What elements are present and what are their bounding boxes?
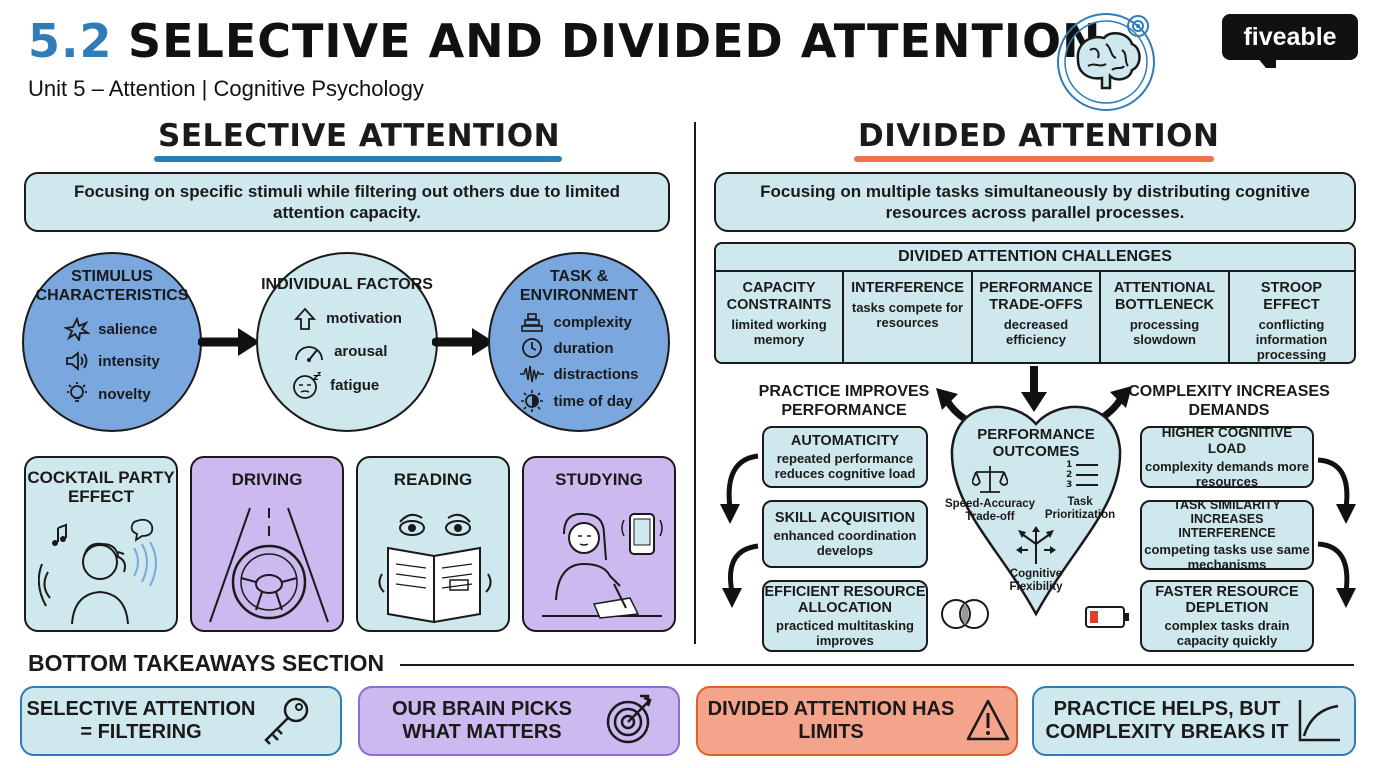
- waveform-icon: [520, 365, 545, 383]
- practice-automaticity: AUTOMATICITY repeated performance reduce…: [762, 426, 928, 488]
- outcome-speed-accuracy: Speed-Accuracy Trade-off: [944, 498, 1036, 523]
- steering-wheel-icon: [209, 507, 329, 623]
- example-reading: READING: [356, 456, 510, 632]
- vertical-divider: [694, 122, 696, 644]
- reading-book-icon: [378, 513, 492, 624]
- curve-icon: [1298, 700, 1340, 742]
- takeaway-filtering: SELECTIVE ATTENTION = FILTERING: [20, 686, 342, 756]
- outcomes-heart-shape: [950, 405, 1122, 617]
- outcomes-title: PERFORMANCE OUTCOMES: [977, 426, 1095, 460]
- bricks-icon: [521, 313, 544, 332]
- practice-efficient-allocation: EFFICIENT RESOURCE ALLOCATION practiced …: [762, 580, 928, 652]
- arrow-up-icon: [294, 307, 317, 330]
- example-driving: DRIVING: [190, 456, 344, 632]
- curved-arrows-left-column-icon: [720, 453, 759, 608]
- key-icon: [264, 697, 309, 745]
- svg-text:z: z: [313, 373, 318, 383]
- challenges-table: DIVIDED ATTENTION CHALLENGES CAPACITY CO…: [714, 242, 1356, 364]
- complexity-higher-load: HIGHER COGNITIVE LOAD complexity demands…: [1140, 425, 1314, 489]
- challenge-interference: INTERFERENCE tasks compete for resources: [844, 272, 973, 362]
- bottom-divider: [400, 664, 1354, 666]
- page-title: SELECTIVE AND DIVIDED ATTENTION: [128, 14, 1102, 68]
- page-subtitle: Unit 5 – Attention | Cognitive Psycholog…: [28, 76, 424, 101]
- divided-heading: DIVIDED ATTENTION: [858, 118, 1220, 154]
- bottom-heading: BOTTOM TAKEAWAYS SECTION: [28, 650, 385, 676]
- gauge-icon: [295, 345, 323, 362]
- example-cocktail-party: COCKTAIL PARTY EFFECT: [24, 456, 178, 632]
- takeaway-brain-picks: OUR BRAIN PICKS WHAT MATTERS: [358, 686, 680, 756]
- selective-underline: [154, 156, 562, 162]
- arrow-down-icon: [1021, 366, 1047, 412]
- factor-task-environment: TASK & ENVIRONMENT complexity duration d…: [488, 252, 670, 432]
- speaker-icon: [66, 351, 88, 371]
- fiveable-logo: fiveable: [1222, 14, 1358, 60]
- challenge-stroop: STROOP EFFECT conflicting information pr…: [1255, 280, 1328, 362]
- challenge-tradeoffs: PERFORMANCE TRADE-OFFS decreased efficie…: [973, 272, 1101, 362]
- outcome-cognitive-flexibility: Cognitive Flexibility: [1009, 568, 1063, 593]
- takeaway-limits: DIVIDED ATTENTION HAS LIMITS: [696, 686, 1018, 756]
- factor-stimulus: STIMULUS CHARACTERISTICS salience intens…: [22, 252, 202, 432]
- lightbulb-icon: [67, 382, 88, 402]
- practice-heading: PRACTICE IMPROVES PERFORMANCE: [758, 383, 930, 419]
- divided-definition: Focusing on multiple tasks simultaneousl…: [714, 172, 1356, 232]
- target-icon: [606, 694, 652, 744]
- starburst-icon: [64, 317, 91, 341]
- clock-icon: [522, 338, 543, 358]
- arrow-right-icon: [432, 328, 494, 356]
- selective-heading: SELECTIVE ATTENTION: [158, 118, 561, 154]
- numbered-list-icon: 1 2 3: [1066, 460, 1106, 490]
- sleepy-face-icon: zz: [293, 372, 321, 399]
- outcome-task-prioritization: Task Prioritization: [1044, 496, 1116, 521]
- challenge-bottleneck: ATTENTIONAL BOTTLENECK processing slowdo…: [1101, 272, 1230, 362]
- example-studying: STUDYING: [522, 456, 676, 632]
- takeaway-practice-complexity: PRACTICE HELPS, BUT COMPLEXITY BREAKS IT: [1032, 686, 1356, 756]
- svg-text:z: z: [317, 372, 321, 378]
- warning-icon: [966, 699, 1010, 741]
- selective-definition: Focusing on specific stimuli while filte…: [24, 172, 670, 232]
- brain-icon: [1057, 13, 1155, 111]
- person-listening-icon: [38, 518, 157, 625]
- divided-underline: [854, 156, 1214, 162]
- branching-arrows-icon: [1016, 526, 1056, 564]
- complexity-task-similarity: TASK SIMILARITY INCREASES INTERFERENCE c…: [1140, 498, 1314, 572]
- student-phone-icon: [542, 512, 663, 619]
- title-number: 5.2: [28, 14, 113, 68]
- complexity-heading: COMPLEXITY INCREASES DEMANDS: [1128, 383, 1330, 419]
- curved-arrows-right-column-icon: [1317, 457, 1356, 608]
- arrow-right-icon: [198, 328, 260, 356]
- complexity-faster-depletion: FASTER RESOURCE DEPLETION complex tasks …: [1140, 580, 1314, 652]
- challenge-capacity: CAPACITY CONSTRAINTS limited working mem…: [716, 272, 844, 362]
- low-battery-icon: [1085, 606, 1129, 628]
- sun-moon-icon: [521, 390, 544, 412]
- scale-icon: [972, 466, 1008, 493]
- logo-tail: [1256, 56, 1276, 68]
- venn-diagram-icon: [941, 599, 989, 629]
- challenges-title: DIVIDED ATTENTION CHALLENGES: [716, 244, 1354, 272]
- practice-skill-acquisition: SKILL ACQUISITION enhanced coordination …: [762, 500, 928, 568]
